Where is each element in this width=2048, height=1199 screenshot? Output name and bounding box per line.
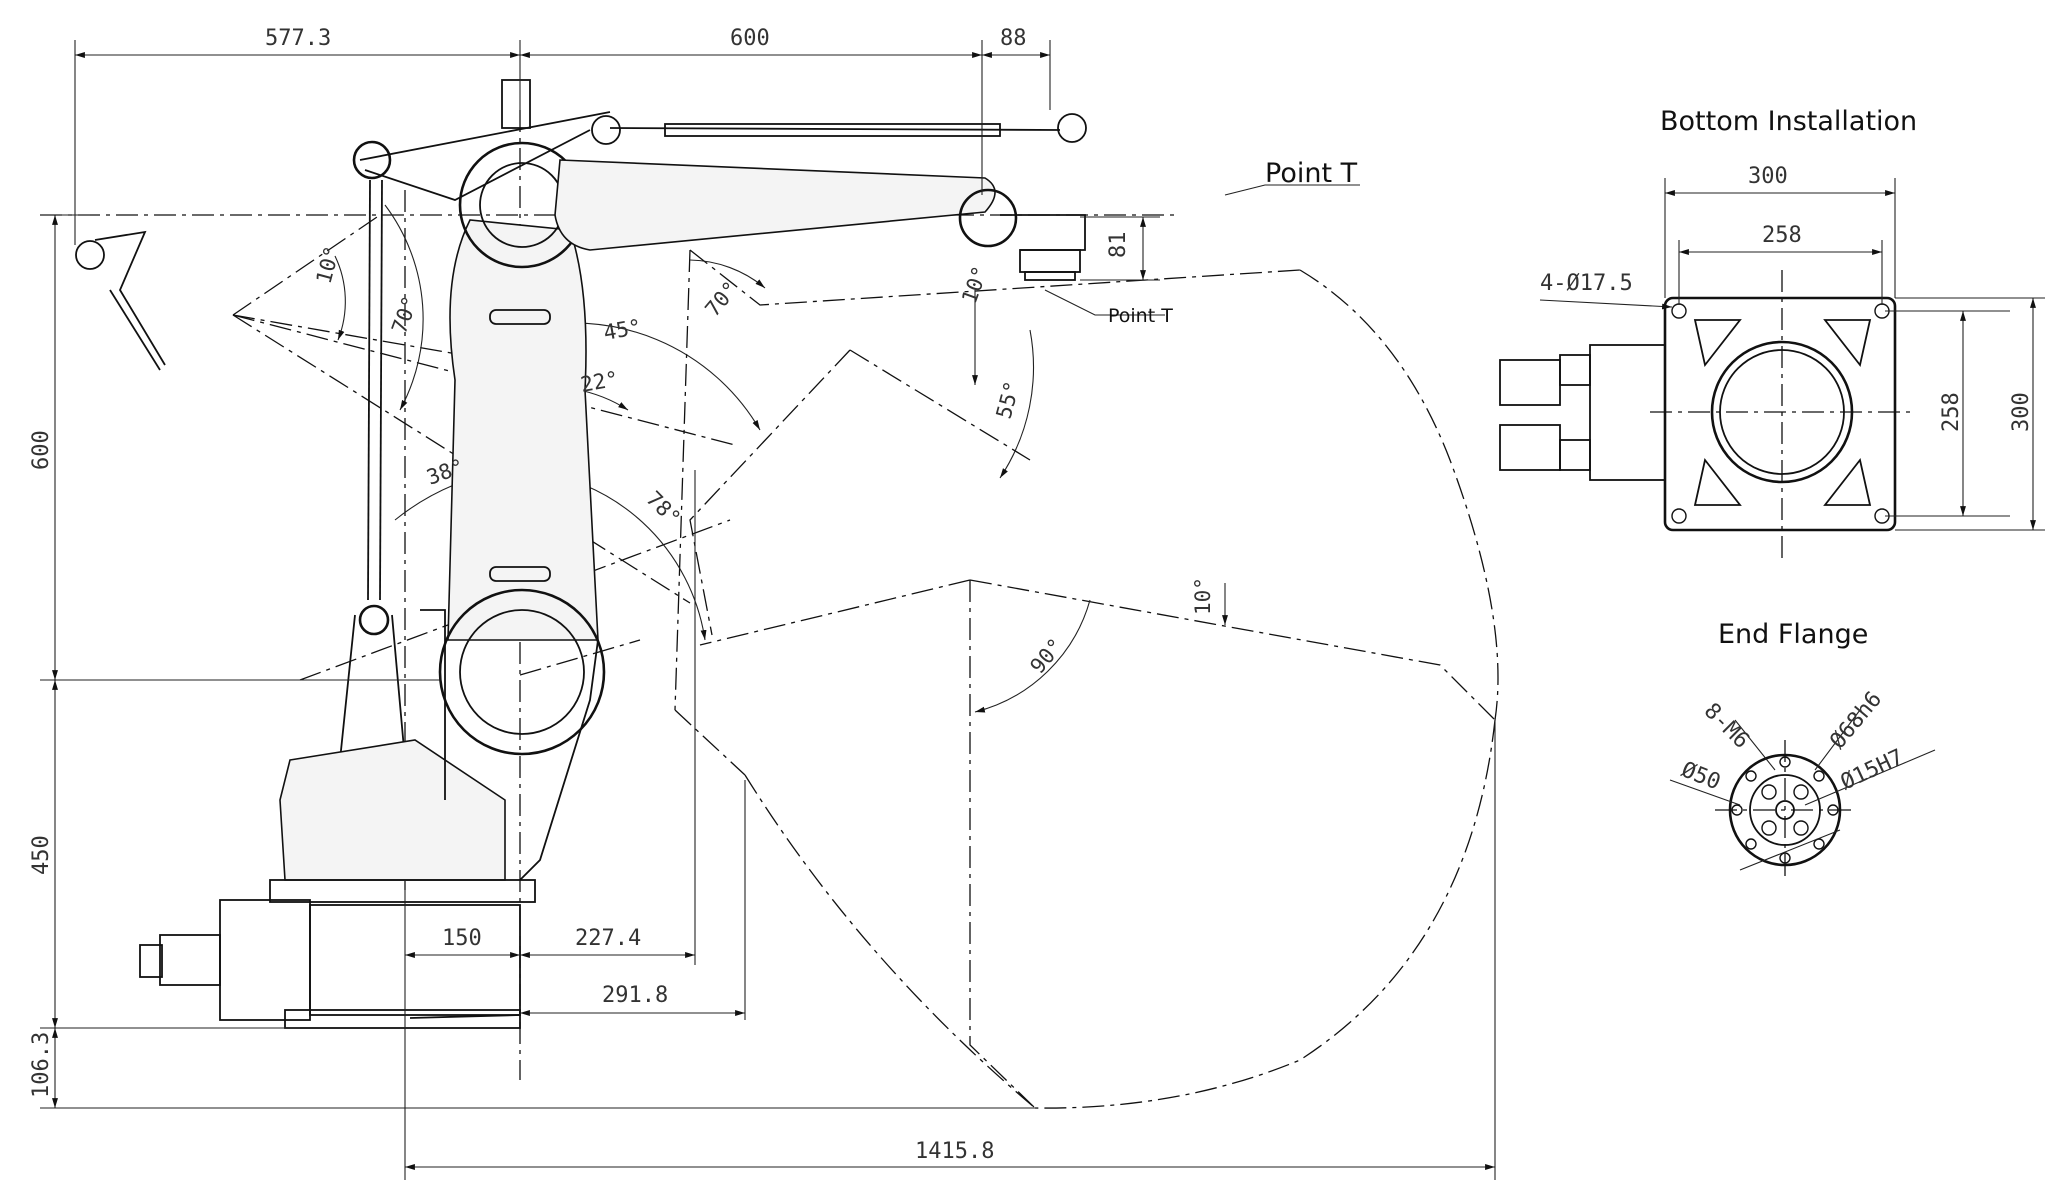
dim-1415: 1415.8 <box>915 1139 994 1164</box>
dim-291: 291.8 <box>602 983 668 1008</box>
angle-78: 78° <box>641 487 685 531</box>
angle-22: 22° <box>579 367 621 397</box>
dim-81: 81 <box>1106 232 1131 259</box>
dim-227: 227.4 <box>575 926 641 951</box>
angle-70-left: 70° <box>387 293 423 337</box>
robot-body <box>75 79 1087 1029</box>
ef-dim-m6: 8-M6 <box>1699 699 1754 754</box>
text-labels: Point T Point T Bottom Installation End … <box>29 26 2034 1164</box>
bottom-installation-view <box>1499 178 2045 560</box>
angle-55: 55° <box>992 378 1025 421</box>
dim-106: 106.3 <box>29 1032 54 1098</box>
bottom-installation-title: Bottom Installation <box>1660 106 1917 137</box>
dim-577: 577.3 <box>265 26 331 51</box>
angle-10-mid: 10° <box>957 263 993 307</box>
dim-88: 88 <box>1000 26 1027 51</box>
angle-10-left: 10° <box>312 243 345 286</box>
dimensions-left <box>40 40 1496 1180</box>
angle-70-mid: 70° <box>700 277 743 321</box>
point-t-small-label: Point T <box>1108 305 1173 327</box>
dim-600-top: 600 <box>730 26 770 51</box>
point-t-label: Point T <box>1265 158 1358 189</box>
bi-dim-holes: 4-Ø17.5 <box>1540 271 1633 296</box>
end-flange-title: End Flange <box>1718 619 1868 650</box>
angle-10-low: 10° <box>1191 577 1215 615</box>
dim-600-left: 600 <box>29 430 54 470</box>
end-flange-view <box>1669 709 1936 880</box>
bi-dim-258-side: 258 <box>1939 392 1964 432</box>
bi-dim-300-side: 300 <box>2009 392 2034 432</box>
ef-dim-68: Ø68h6 <box>1825 687 1887 754</box>
dim-450: 450 <box>29 835 54 875</box>
ef-dim-15: Ø15H7 <box>1837 745 1908 796</box>
dim-150: 150 <box>442 926 482 951</box>
ef-dim-50: Ø50 <box>1678 757 1724 795</box>
workspace-envelope <box>40 110 1499 1109</box>
bi-dim-300-top: 300 <box>1748 164 1788 189</box>
angle-90: 90° <box>1025 634 1068 678</box>
angle-45: 45° <box>602 315 644 345</box>
bi-dim-258-top: 258 <box>1762 223 1802 248</box>
